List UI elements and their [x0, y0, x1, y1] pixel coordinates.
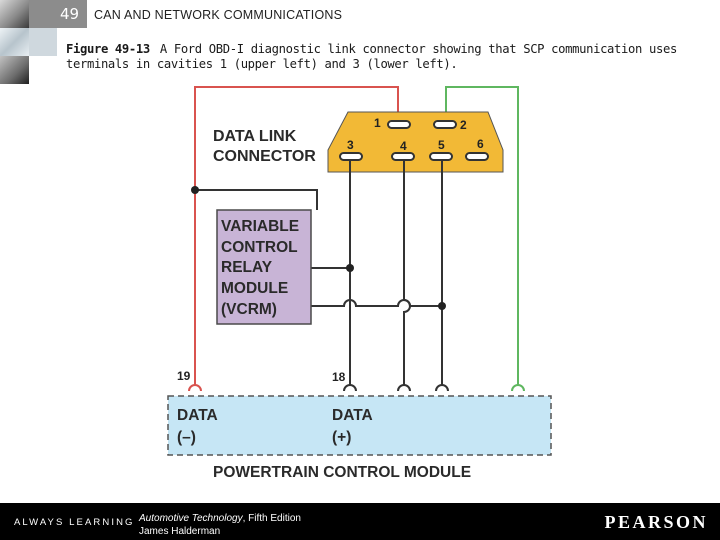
vcrm-data-wire-2 [311, 299, 442, 307]
vcrm-module [216, 209, 312, 325]
junction-dot [191, 186, 199, 194]
dlc-label-line2: CONNECTOR [213, 148, 316, 165]
vcrm-label-line4: MODULE [221, 280, 288, 297]
book-credit: Automotive Technology, Fifth Edition Jam… [139, 512, 301, 538]
pin-number-5: 5 [438, 138, 445, 152]
signal-wires [195, 160, 443, 385]
pin-slot-5 [429, 152, 453, 161]
pin-slot-3 [339, 152, 363, 161]
book-title: Automotive Technology [139, 513, 243, 524]
pin-slot-4 [391, 152, 415, 161]
pin-number-6: 6 [477, 137, 484, 151]
pin4-wire [403, 160, 411, 385]
pin-number-1: 1 [374, 116, 381, 130]
thumbnail-sportscar-image [0, 56, 29, 84]
pcm-terminals [188, 384, 525, 392]
dlc-label-line1: DATA LINK [213, 128, 297, 145]
footer-bar: ALWAYS LEARNING Automotive Technology, F… [0, 503, 720, 540]
connector-pin-slots [339, 120, 489, 161]
junction-dot [346, 264, 354, 272]
vcrm-tap-wire [195, 189, 318, 210]
pearson-logo: PEARSON [604, 512, 708, 532]
vcrm-label-line2: CONTROL [221, 239, 298, 256]
junction-dots [191, 186, 446, 310]
always-learning-tagline: ALWAYS LEARNING [14, 517, 135, 528]
data-minus-label-line1: DATA [177, 407, 218, 424]
pcm-pin-18-label: 18 [332, 370, 346, 384]
chapter-title: CAN AND NETWORK COMMUNICATIONS [94, 8, 343, 22]
pcm-label: POWERTRAIN CONTROL MODULE [213, 464, 471, 481]
pcm-pin-19-label: 19 [177, 369, 191, 383]
chapter-box-corner [29, 28, 57, 56]
vcrm-label-line5: (VCRM) [221, 301, 277, 318]
chapter-number: 49 [60, 5, 80, 23]
vcrm-label-line1: VARIABLE [221, 218, 299, 235]
figure-label: Figure 49-13 [66, 42, 150, 56]
book-author: James Halderman [139, 526, 221, 537]
pcm-terminal-pin5 [435, 384, 449, 392]
book-edition: , Fifth Edition [242, 513, 301, 524]
data-plus-label-line1: DATA [332, 407, 373, 424]
chapter-number-box [29, 0, 87, 56]
data-link-connector [327, 111, 504, 173]
pcm-terminal-green [511, 384, 525, 392]
data-plus-label-line2: (+) [332, 429, 351, 446]
thumbnail-car-image [0, 0, 29, 28]
pin-slot-1 [387, 120, 411, 129]
chapter-thumbnails [0, 0, 29, 84]
junction-dot [438, 302, 446, 310]
figure-caption-text: A Ford OBD-I diagnostic link connector s… [66, 42, 677, 71]
thumbnail-engine-image [0, 28, 29, 56]
powertrain-control-module [167, 395, 552, 456]
data-minus-label-line2: (–) [177, 429, 196, 446]
pin-slot-6 [465, 152, 489, 161]
pin-number-2: 2 [460, 118, 467, 132]
wiring-diagram: 1 2 3 4 5 6 DATA LINK CONNECTOR VARIABLE… [167, 86, 552, 481]
pcm-terminal-pin4 [397, 384, 411, 392]
pcm-terminal-18 [343, 384, 357, 392]
pcm-terminal-19 [188, 384, 202, 392]
scp-minus-wire [194, 86, 399, 385]
pin-slot-2 [433, 120, 457, 129]
pin-number-4: 4 [400, 139, 407, 153]
vcrm-label-line3: RELAY [221, 259, 273, 276]
green-wire [445, 86, 519, 385]
pin-number-3: 3 [347, 138, 354, 152]
